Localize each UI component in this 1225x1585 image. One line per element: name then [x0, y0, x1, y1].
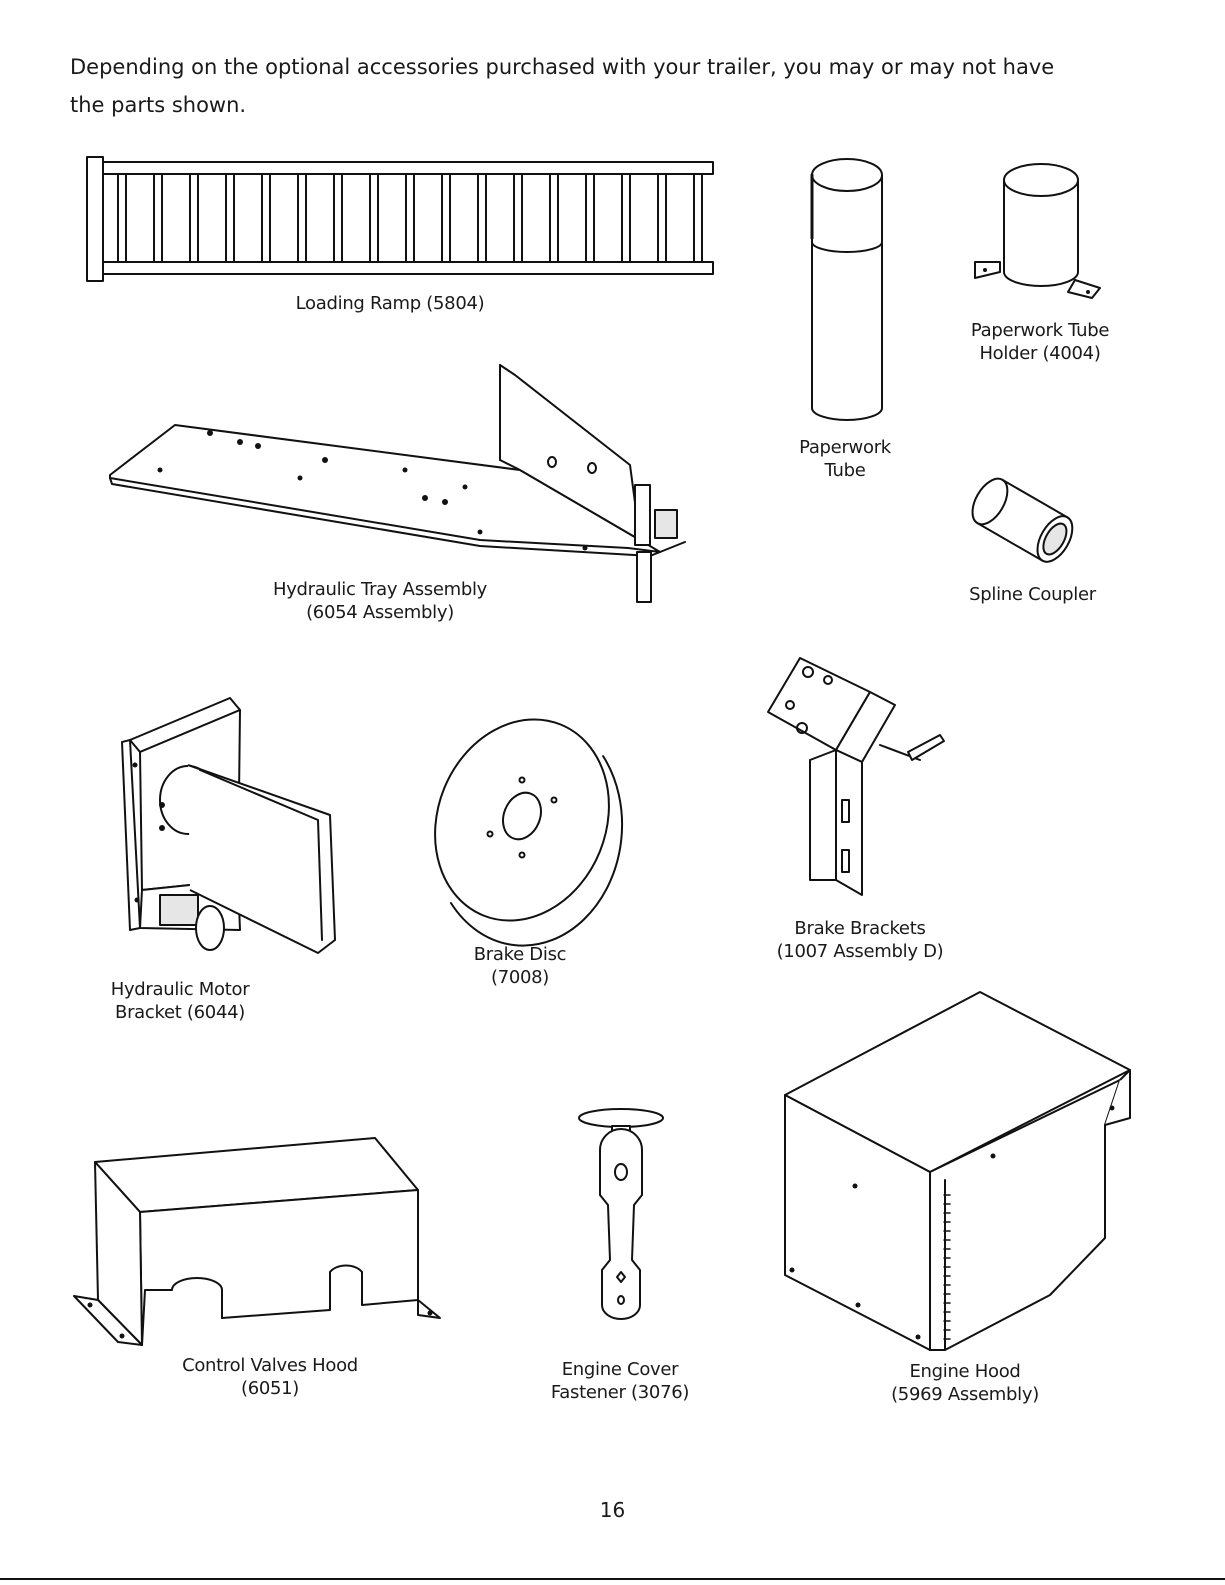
- page-number: 16: [599, 1498, 626, 1522]
- paperwork-tube-caption: Paperwork Tube: [799, 437, 891, 481]
- hydraulic-motor-bracket-caption: Hydraulic Motor Bracket (6044): [110, 979, 250, 1023]
- loading-ramp-caption: Loading Ramp (5804): [295, 293, 485, 314]
- brake-brackets-caption: Brake Brackets (1007 Assembly D): [776, 918, 944, 962]
- control-valves-hood-caption: Control Valves Hood (6051): [182, 1355, 358, 1399]
- hydraulic-tray-caption: Hydraulic Tray Assembly (6054 Assembly): [272, 579, 488, 623]
- spline-coupler-caption: Spline Coupler: [969, 584, 1096, 605]
- brake-disc-caption: Brake Disc (7008): [473, 944, 567, 988]
- engine-hood-caption: Engine Hood (5969 Assembly): [891, 1361, 1039, 1405]
- intro-line-2: the parts shown.: [70, 93, 247, 117]
- engine-cover-fastener-caption: Engine Cover Fastener (3076): [550, 1359, 690, 1403]
- intro-line-1: Depending on the optional accessories pu…: [70, 55, 1055, 79]
- paperwork-tube-holder-caption: Paperwork Tube Holder (4004): [970, 320, 1110, 364]
- intro-paragraph: Depending on the optional accessories pu…: [70, 48, 1170, 124]
- bottom-rule: [0, 1578, 1225, 1580]
